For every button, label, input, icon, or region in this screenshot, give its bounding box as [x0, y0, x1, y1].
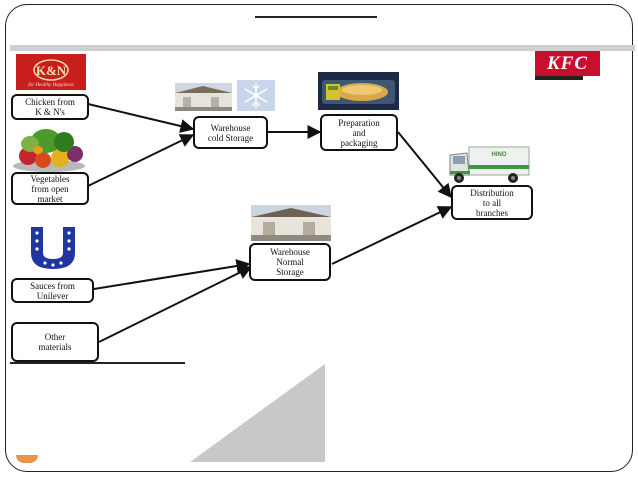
kn-logo-mark: K&N for Healthy Happiness	[28, 59, 74, 88]
food-package-icon	[318, 72, 399, 110]
node-chicken: Chicken from K & N's	[11, 94, 89, 120]
truck-icon: HINO	[447, 141, 532, 187]
arrow-preparation-to-distribution	[397, 131, 452, 199]
header-band	[10, 45, 635, 51]
unilever-logo-icon	[21, 223, 85, 273]
node-warehouse-cold: Warehouse cold Storage	[193, 116, 268, 149]
node-vegetables: Vegetables from open market	[11, 172, 89, 205]
gray-triangle-decoration	[190, 364, 325, 462]
kfc-logo-strip	[535, 76, 583, 80]
kn-tagline: for Healthy Happiness	[28, 83, 73, 88]
node-preparation: Preparation and packaging	[320, 114, 398, 151]
node-warehouse-normal: Warehouse Normal Storage	[249, 243, 331, 281]
truck-brand-text: HINO	[492, 152, 507, 158]
kfc-logo: KFC	[535, 51, 600, 76]
arrow-vegetables-to-cold	[87, 134, 195, 187]
content-underline	[10, 362, 185, 364]
arrow-other-to-normal	[98, 266, 253, 343]
arrow-chicken-to-cold	[87, 103, 195, 133]
arrow-sauces-to-normal	[93, 259, 251, 290]
node-sauces: Sauces from Unilever	[11, 278, 94, 303]
node-other-materials: Other materials	[11, 322, 99, 362]
orange-corner-decoration	[16, 455, 38, 463]
vegetables-photo-icon	[12, 124, 86, 172]
kn-logo-icon: K&N for Healthy Happiness	[16, 54, 86, 90]
snowflake-icon	[237, 80, 275, 111]
kn-logo-text: K&N	[36, 63, 67, 78]
warehouse-photo-icon	[175, 83, 232, 111]
arrow-normal-to-distribution	[331, 206, 453, 265]
title-underline	[255, 16, 377, 18]
warehouse-normal-photo-icon	[251, 205, 331, 241]
node-distribution: Distribution to all branches	[451, 185, 533, 220]
